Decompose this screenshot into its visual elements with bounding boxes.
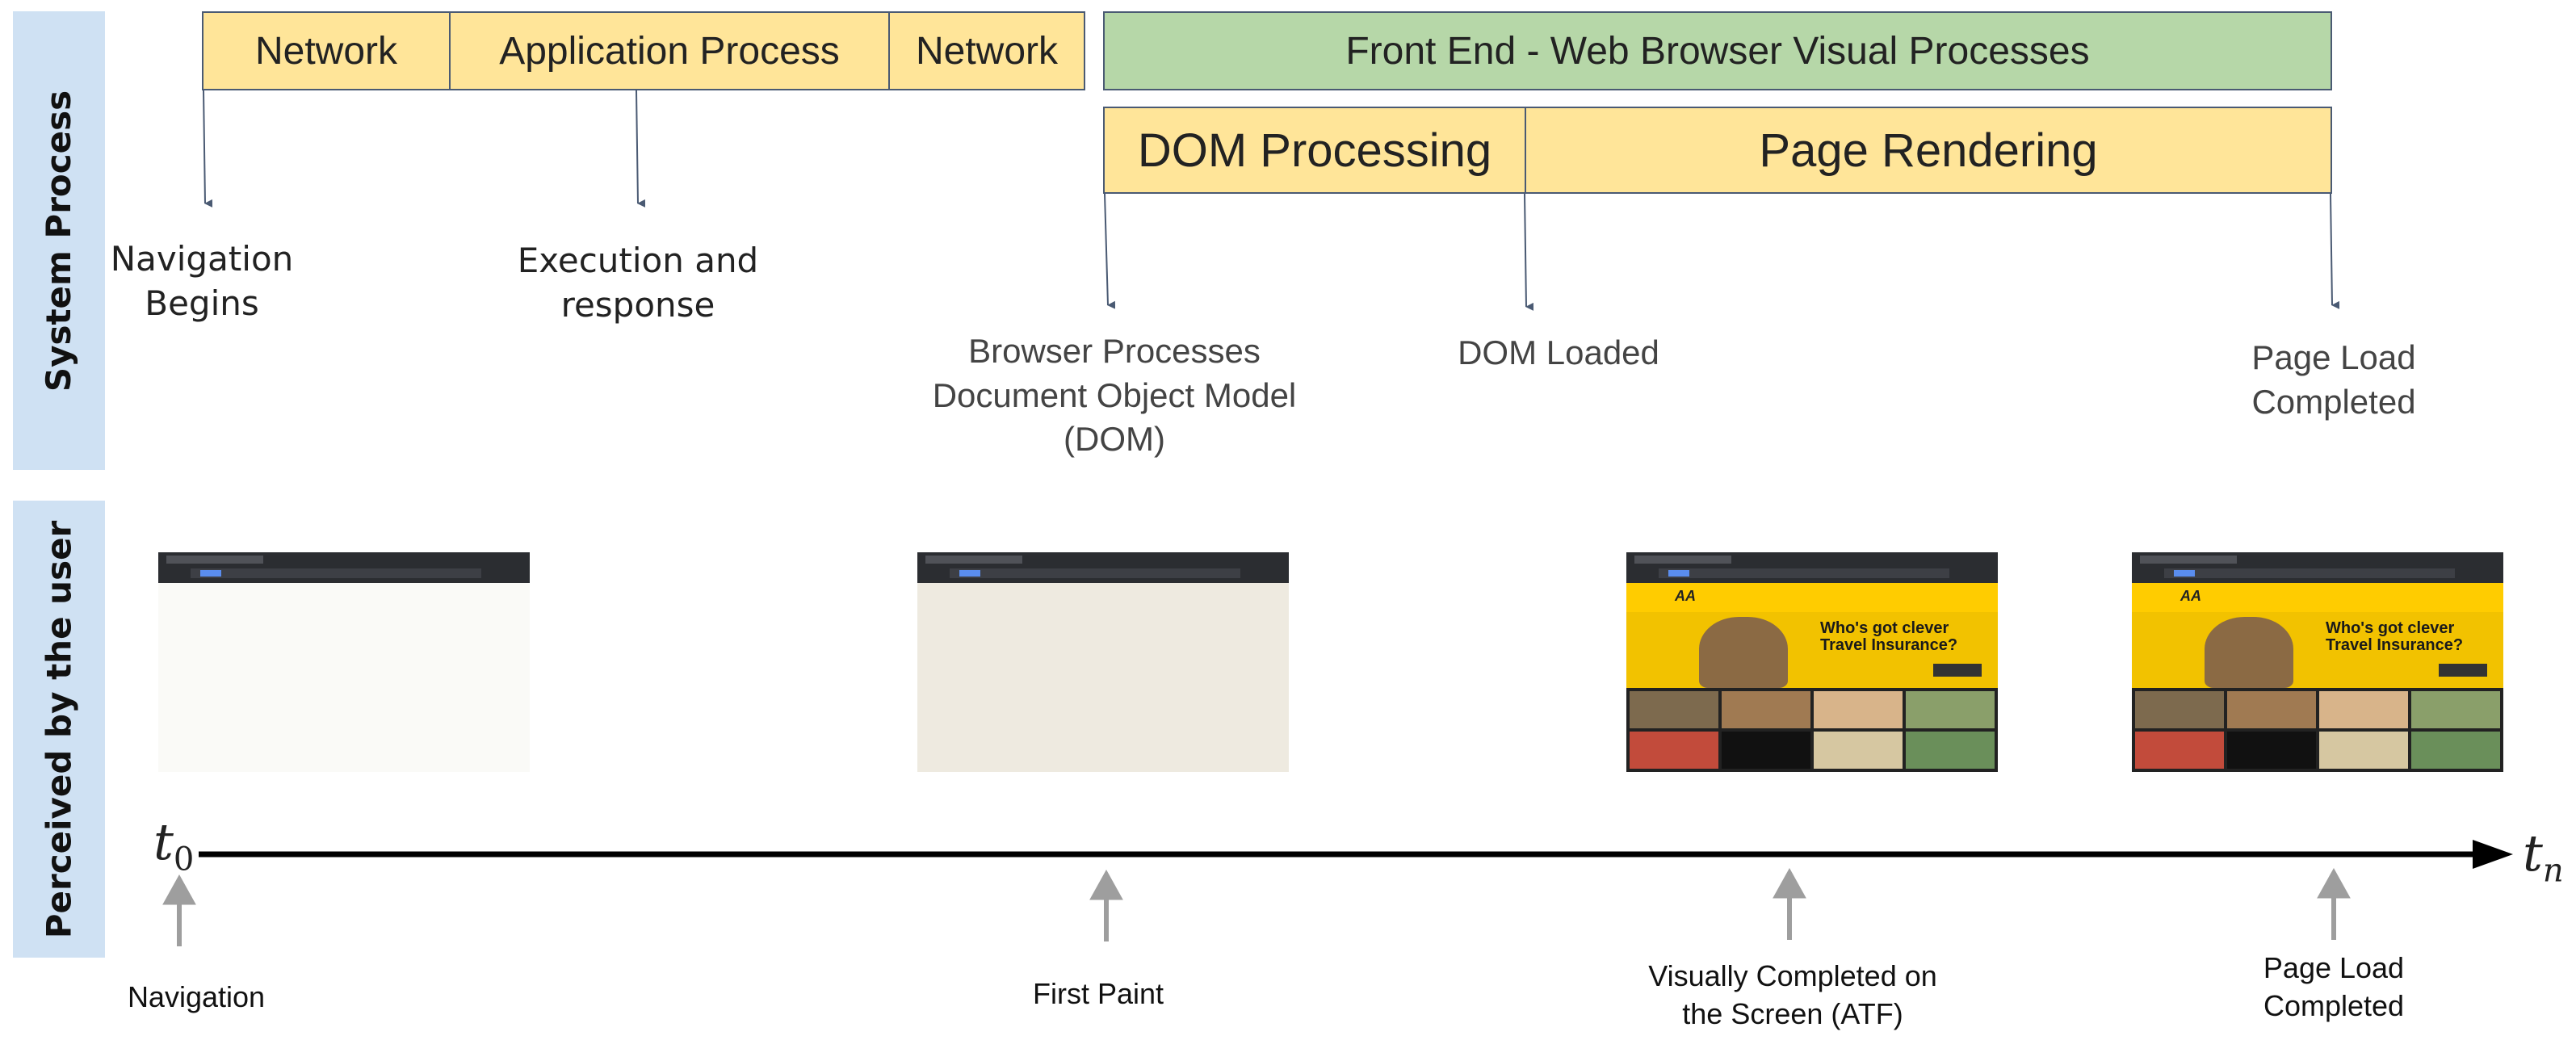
connector-navigation <box>203 90 213 208</box>
screenshot-blank <box>158 552 530 772</box>
screenshot-first-paint <box>917 552 1289 772</box>
timeline-arrowhead <box>2473 840 2513 869</box>
site-logo: AA <box>1675 588 1696 604</box>
label-navigation: Navigation <box>127 980 266 1013</box>
connector-execution <box>636 90 646 208</box>
system-process-panel: System Process <box>13 11 105 470</box>
label-page-load-completed-bottom: Page Load Completed <box>2263 951 2405 1022</box>
marker-visually-completed-arrow <box>1773 867 1806 940</box>
front-end-box: Front End - Web Browser Visual Processes <box>1103 11 2332 90</box>
label-first-paint: First Paint <box>1032 977 1164 1010</box>
label-page-load-completed-top: Page Load Completed <box>2251 338 2416 421</box>
label-dom-loaded: DOM Loaded <box>1458 333 1659 371</box>
timeline-end-label: tn <box>2523 824 2564 890</box>
label-visually-completed: Visually Completed on the Screen (ATF) <box>1648 959 1937 1030</box>
connector-dom-loaded <box>1524 193 1534 311</box>
timeline-start-label: t0 <box>153 812 195 879</box>
hero-title: Who's got clever Travel Insurance? <box>1820 619 1958 654</box>
marker-page-load-arrow <box>2317 867 2351 940</box>
label-execution-response: Execution and response <box>517 241 759 325</box>
dog-image <box>2205 617 2293 688</box>
site-logo: AA <box>2180 588 2201 604</box>
hero-title: Who's got clever Travel Insurance? <box>2326 619 2464 654</box>
network-box-1: Network <box>202 11 451 90</box>
screenshot-visually-completed: AA Who's got clever Travel Insurance? <box>1626 552 1998 772</box>
marker-first-paint-arrow <box>1089 869 1123 941</box>
connector-dom-begin <box>1104 193 1116 309</box>
page-rendering-box: Page Rendering <box>1525 107 2332 194</box>
perceived-by-user-panel: Perceived by the user <box>13 501 105 958</box>
application-process-box: Application Process <box>449 11 890 90</box>
connector-page-load <box>2330 193 2340 309</box>
label-navigation-begins: Navigation Begins <box>110 239 294 323</box>
label-browser-processes-dom: Browser Processes Document Object Model … <box>932 332 1297 459</box>
dog-image <box>1699 617 1788 688</box>
network-box-2: Network <box>888 11 1085 90</box>
marker-navigation-arrow <box>162 874 196 946</box>
screenshot-page-load-completed: AA Who's got clever Travel Insurance? <box>2132 552 2503 772</box>
